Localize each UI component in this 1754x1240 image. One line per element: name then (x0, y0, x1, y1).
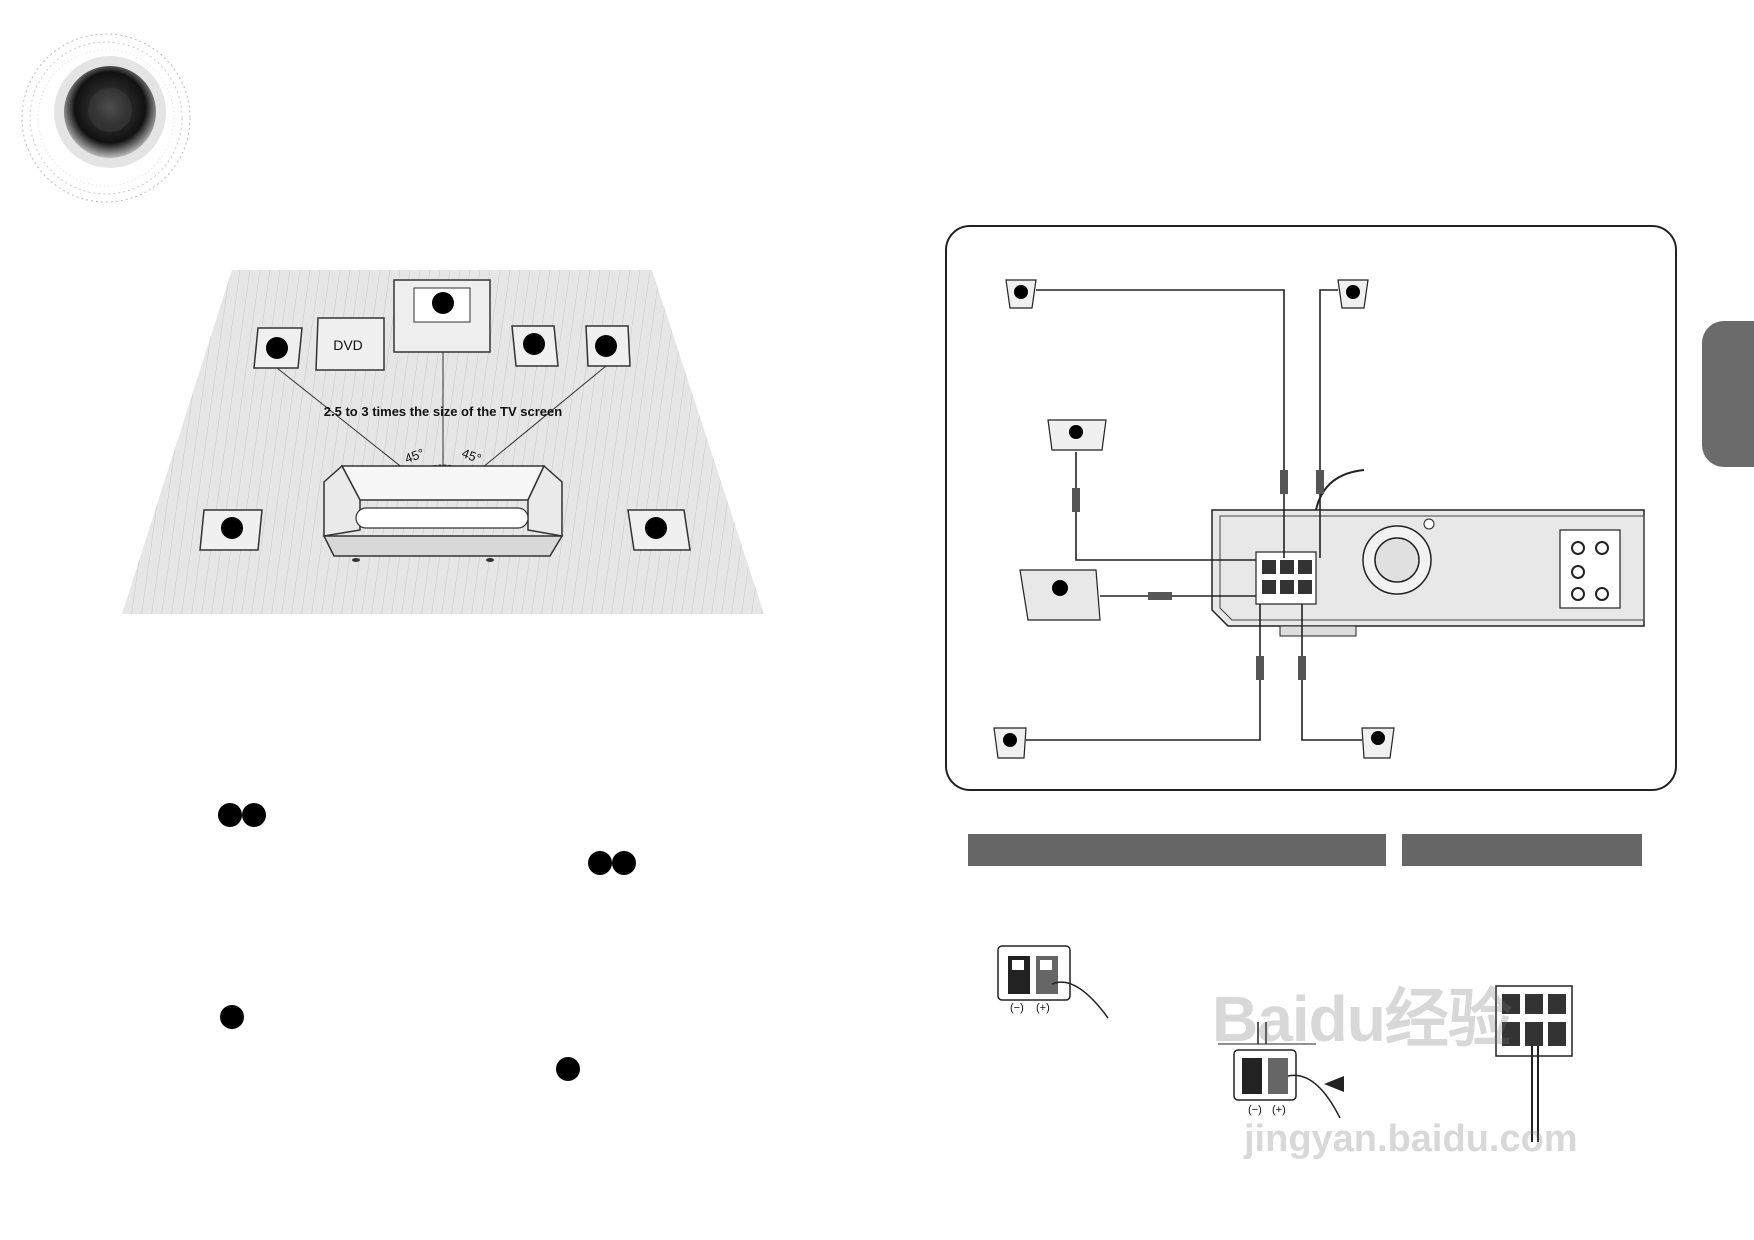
front-right-speaker-icon (511, 325, 559, 367)
plus-label: (+) (1036, 1002, 1050, 1014)
rear-left-speaker-icon (993, 727, 1027, 759)
marker-dot (218, 803, 242, 827)
angle-left-label: 45° (403, 445, 427, 466)
minus-label: (−) (1010, 1002, 1024, 1014)
speaker-placement-diagram: DVD 2.5 to 3 times the size (122, 270, 764, 614)
watermark-brand: Baidu经验 (1212, 983, 1512, 1055)
tv-set (393, 279, 491, 353)
connection-diagram (945, 225, 1677, 791)
terminal-insert-icon (1218, 1022, 1344, 1119)
speaker-logo-icon (21, 33, 191, 203)
watermark-url: jingyan.baidu.com (1244, 1118, 1578, 1160)
marker-dot (220, 1005, 244, 1029)
center-speaker-icon (1047, 419, 1107, 451)
rear-left-speaker-icon (199, 509, 263, 551)
dvd-player: DVD (315, 317, 385, 371)
terminal-block-icon (1495, 985, 1573, 1142)
front-left-speaker-icon (1005, 279, 1037, 309)
terminal-step-2: (−) (+) (1216, 1020, 1356, 1130)
section-tab (1702, 321, 1754, 467)
marker-dot (556, 1057, 580, 1081)
minus-label: (−) (1248, 1104, 1262, 1116)
dvd-label: DVD (333, 337, 363, 353)
subwoofer-icon (1019, 569, 1101, 621)
terminal-clip-icon (997, 945, 1109, 1019)
section-header-bar (968, 834, 1386, 866)
marker-dot (242, 803, 266, 827)
surround-right-speaker-icon (585, 325, 631, 367)
marker-dot (612, 851, 636, 875)
front-right-speaker-icon (1337, 279, 1369, 309)
rear-right-speaker-icon (627, 509, 691, 551)
plus-label: (+) (1272, 1104, 1286, 1116)
section-header-bar (1402, 834, 1642, 866)
front-left-speaker-icon (253, 327, 303, 369)
rear-right-speaker-icon (1361, 727, 1395, 759)
marker-dot (588, 851, 612, 875)
distance-caption: 2.5 to 3 times the size of the TV screen (324, 404, 562, 419)
listener-sofa (322, 464, 564, 562)
terminal-step-1: (−) (+) (996, 944, 1116, 1028)
angle-right-label: 45° (460, 445, 484, 466)
